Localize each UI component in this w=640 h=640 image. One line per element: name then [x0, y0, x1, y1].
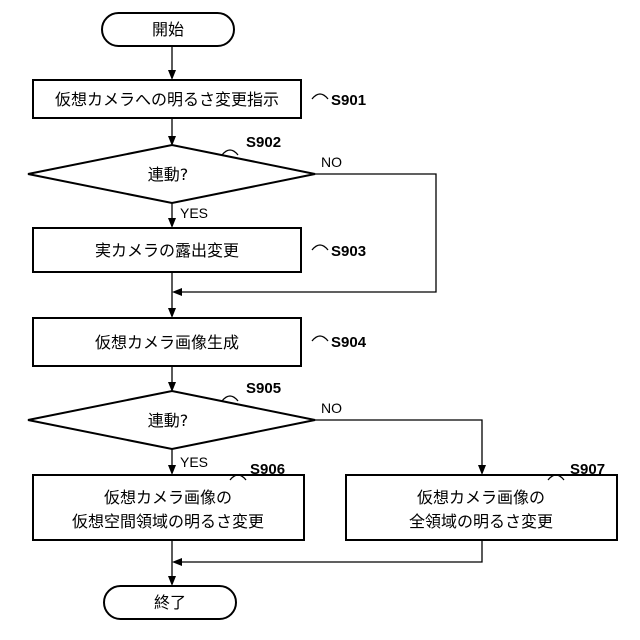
- s905-text: 連動?: [148, 411, 189, 430]
- edge-s905-no: [315, 420, 482, 473]
- s904-text: 仮想カメラ画像生成: [95, 333, 239, 352]
- s905-id: S905: [246, 380, 281, 397]
- s903-leader: [312, 245, 328, 250]
- step-s904: 仮想カメラ画像生成 S904: [33, 318, 367, 366]
- s902-leader: [222, 150, 238, 155]
- s906-line2: 仮想空間領域の明るさ変更: [72, 512, 264, 531]
- s907-id: S907: [570, 461, 605, 478]
- arrowhead: [168, 308, 176, 318]
- arrowhead: [172, 288, 182, 296]
- s902-text: 連動?: [148, 165, 189, 184]
- arrowhead: [168, 576, 176, 586]
- s904-leader: [312, 336, 328, 341]
- s906-line1: 仮想カメラ画像の: [104, 488, 232, 507]
- s901-text: 仮想カメラへの明るさ変更指示: [55, 90, 279, 109]
- end-terminal: 終了: [104, 586, 236, 619]
- s902-no-label: NO: [321, 154, 342, 170]
- s901-leader: [312, 94, 328, 99]
- step-s901: 仮想カメラへの明るさ変更指示 S901: [33, 80, 366, 118]
- s902-id: S902: [246, 134, 281, 151]
- s907-line1: 仮想カメラ画像の: [417, 488, 545, 507]
- s903-id: S903: [331, 243, 366, 260]
- arrowhead: [168, 465, 176, 475]
- step-s906: 仮想カメラ画像の 仮想空間領域の明るさ変更 S906: [33, 461, 304, 540]
- end-label: 終了: [154, 593, 186, 612]
- step-s903: 実カメラの露出変更 S903: [33, 228, 366, 272]
- s905-leader: [222, 396, 238, 401]
- s903-text: 実カメラの露出変更: [95, 241, 239, 260]
- arrowhead: [168, 70, 176, 80]
- s901-id: S901: [331, 92, 366, 109]
- s906-id: S906: [250, 461, 285, 478]
- s907-line2: 全領域の明るさ変更: [409, 512, 553, 531]
- step-s905: 連動? S905 NO YES: [28, 380, 342, 470]
- edge-s907-merge: [181, 540, 482, 562]
- s905-yes-label: YES: [180, 454, 208, 470]
- arrowhead: [172, 558, 182, 566]
- start-terminal: 開始: [102, 13, 234, 46]
- s902-yes-label: YES: [180, 205, 208, 221]
- step-s902: 連動? S902 NO YES: [28, 134, 342, 221]
- start-label: 開始: [152, 20, 184, 39]
- s905-no-label: NO: [321, 400, 342, 416]
- arrowhead: [168, 218, 176, 228]
- s904-id: S904: [331, 334, 367, 351]
- arrowhead: [478, 465, 486, 475]
